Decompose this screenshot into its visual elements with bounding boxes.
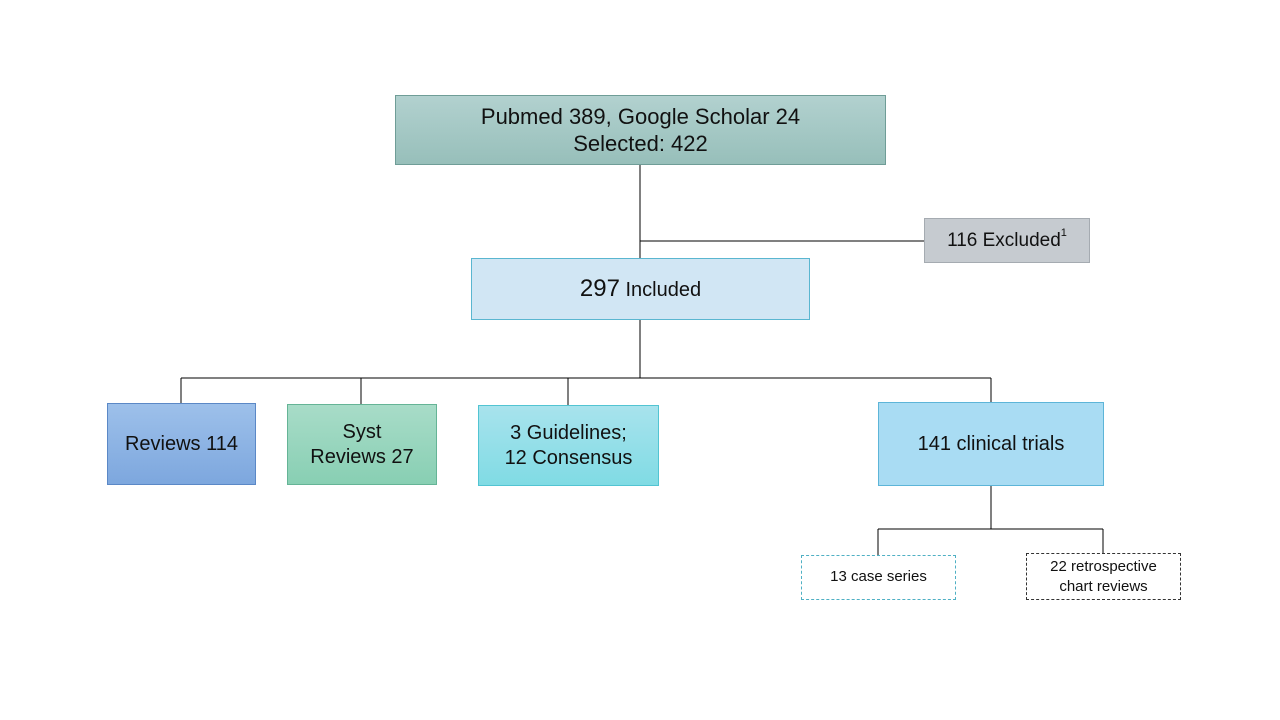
clinical-trials-label: 141 clinical trials bbox=[917, 432, 1065, 455]
case-series-box: 13 case series bbox=[801, 555, 956, 600]
sources-line-1: Pubmed 389, Google Scholar 24 bbox=[480, 103, 801, 129]
syst-reviews-line-1: Syst bbox=[342, 420, 382, 443]
excluded-footnote: 1 bbox=[1060, 227, 1067, 240]
case-series-label: 13 case series bbox=[830, 568, 927, 586]
guidelines-line-1: 3 Guidelines; bbox=[510, 421, 627, 444]
retrospective-line-2: chart reviews bbox=[1059, 577, 1148, 595]
clinical-trials-box: 141 clinical trials bbox=[878, 402, 1104, 486]
included-box: 297 Included bbox=[471, 258, 810, 320]
retrospective-line-1: 22 retrospective bbox=[1050, 558, 1157, 575]
syst-reviews-line-2: Reviews 27 bbox=[310, 445, 414, 468]
excluded-label: 116 Excluded bbox=[947, 229, 1061, 251]
reviews-box: Reviews 114 bbox=[107, 403, 256, 485]
syst-reviews-box: Syst Reviews 27 bbox=[287, 404, 437, 485]
guidelines-box: 3 Guidelines; 12 Consensus bbox=[478, 405, 659, 486]
excluded-text: 116 Excluded1 bbox=[947, 227, 1067, 253]
sources-line-2: Selected: 422 bbox=[573, 131, 708, 156]
reviews-label: Reviews 114 bbox=[124, 432, 239, 455]
retrospective-box: 22 retrospective chart reviews bbox=[1026, 553, 1181, 600]
sources-box: Pubmed 389, Google Scholar 24 Selected: … bbox=[395, 95, 886, 165]
included-text: 297 Included bbox=[580, 274, 701, 304]
included-label: Included bbox=[625, 279, 702, 301]
included-count: 297 bbox=[579, 275, 620, 302]
guidelines-line-2: 12 Consensus bbox=[504, 446, 633, 469]
excluded-box: 116 Excluded1 bbox=[924, 218, 1090, 263]
